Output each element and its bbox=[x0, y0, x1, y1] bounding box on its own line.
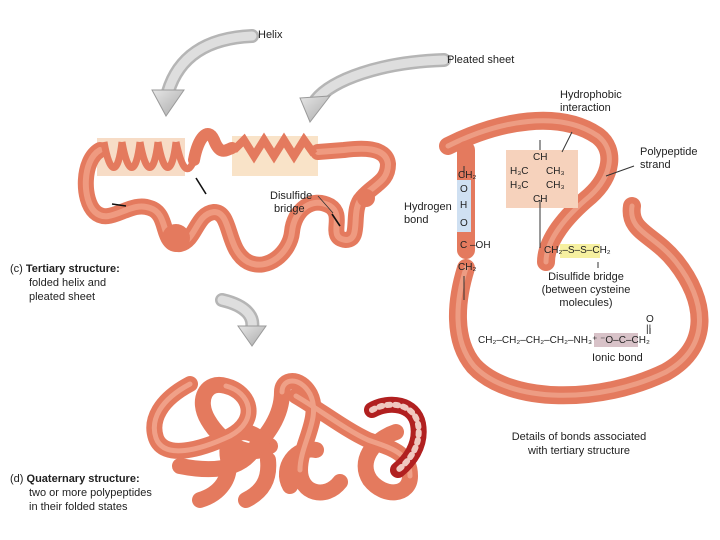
pleated-sheet-pointer-arrow bbox=[300, 60, 444, 122]
hydrogen-bond-label-line2: bond bbox=[404, 214, 428, 227]
tertiary-caption-line1: folded helix and bbox=[10, 276, 120, 290]
tertiary-caption-title: Tertiary structure: bbox=[26, 263, 120, 275]
hydrophobic-label-line2: interaction bbox=[560, 102, 611, 115]
hydrophobic-label-line1: Hydrophobic bbox=[560, 89, 622, 102]
chem-oh: –OH bbox=[470, 240, 491, 252]
disulfide-bridge-label-line1: Disulfide bbox=[270, 190, 312, 203]
polypeptide-label-line1: Polypeptide bbox=[640, 146, 698, 159]
disulfide-bridge-line-1 bbox=[196, 178, 206, 194]
details-caption-line1: Details of bonds associated bbox=[494, 431, 664, 444]
disulfide-detail-label-line2: (between cysteine bbox=[530, 284, 642, 297]
helix-label: Helix bbox=[258, 29, 282, 42]
quaternary-structure-tangle bbox=[154, 381, 418, 500]
down-pointer-arrow bbox=[222, 300, 266, 346]
helix-pointer-arrow bbox=[152, 36, 252, 116]
quaternary-caption-line2: in their folded states bbox=[10, 500, 152, 514]
disulfide-bridge-label-line2: bridge bbox=[274, 203, 305, 216]
chem-o-h: O bbox=[460, 184, 468, 196]
chem-h3c-1: H₃C bbox=[510, 166, 529, 178]
tertiary-caption-line2: pleated sheet bbox=[10, 290, 120, 304]
disulfide-detail-label-line3: molecules) bbox=[530, 297, 642, 310]
disulfide-detail-label-line1: Disulfide bridge bbox=[530, 271, 642, 284]
hydrogen-bond-label-line1: Hydrogen bbox=[404, 201, 452, 214]
chem-h: H bbox=[460, 200, 467, 212]
tertiary-structure-strand bbox=[86, 134, 388, 265]
chem-o-c: O bbox=[460, 218, 468, 230]
chem-ch3-1: CH₃ bbox=[546, 166, 565, 178]
ionic-bond-label: Ionic bond bbox=[592, 352, 643, 365]
chem-c: C bbox=[460, 240, 467, 252]
details-caption-line2: with tertiary structure bbox=[494, 445, 664, 458]
chem-ch3-2: CH₃ bbox=[546, 180, 565, 192]
chem-ionic-chain: CH₂–CH₂–CH₂–CH₂–NH₃⁺ ⁻O–C–CH₂ bbox=[478, 335, 650, 347]
tertiary-caption-tag: (c) bbox=[10, 263, 23, 275]
chem-h3c-2: H₃C bbox=[510, 180, 529, 192]
quaternary-caption-line1: two or more polypeptides bbox=[10, 486, 152, 500]
chem-ch2-left-bottom: CH₂ bbox=[458, 262, 476, 274]
pleated-sheet-label: Pleated sheet bbox=[447, 54, 514, 67]
chem-ch2-left-top: CH₂ bbox=[458, 170, 476, 182]
polypeptide-label-line2: strand bbox=[640, 159, 671, 172]
chem-ch-top: CH bbox=[533, 152, 547, 164]
quaternary-caption: (d) Quaternary structure: two or more po… bbox=[10, 472, 152, 514]
tertiary-caption: (c) Tertiary structure: folded helix and… bbox=[10, 262, 120, 304]
quaternary-caption-tag: (d) bbox=[10, 473, 23, 485]
chem-ch-bottom: CH bbox=[533, 194, 547, 206]
chem-disulfide: CH₂–S–S–CH₂ bbox=[544, 245, 611, 257]
quaternary-caption-title: Quaternary structure: bbox=[27, 473, 140, 485]
